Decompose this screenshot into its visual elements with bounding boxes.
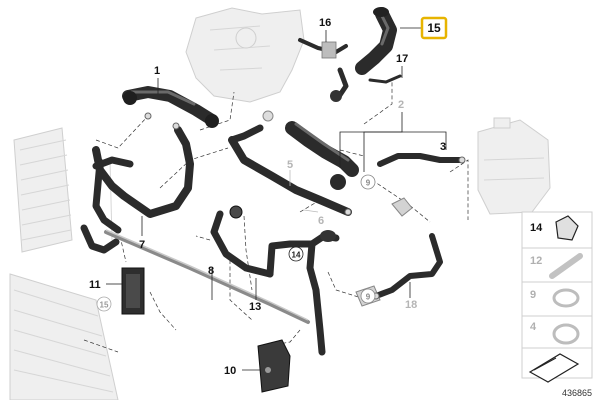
legend-panel: [521, 211, 593, 379]
callout-13[interactable]: 13: [249, 301, 261, 313]
hose-17: [368, 74, 402, 84]
hose-15: [355, 7, 397, 75]
callout-8[interactable]: 8: [208, 265, 214, 277]
callout-6[interactable]: 6: [318, 215, 324, 227]
svg-text:14: 14: [530, 222, 543, 234]
callout-18[interactable]: 18: [405, 299, 417, 311]
svg-text:15: 15: [427, 21, 441, 35]
hose-2-3: [377, 153, 465, 167]
svg-text:4: 4: [530, 321, 537, 333]
pipe-8-rail: [104, 229, 310, 324]
circled-callout-14[interactable]: 14: [288, 246, 304, 262]
callout-3[interactable]: 3: [440, 141, 446, 153]
bracket-10: [257, 339, 291, 393]
svg-text:9: 9: [366, 293, 371, 302]
svg-text:15: 15: [100, 301, 109, 310]
hose-16-assembly: [298, 38, 349, 102]
image-number: 436865: [562, 388, 592, 398]
svg-text:14: 14: [292, 251, 301, 260]
radiator-ghost: [13, 127, 73, 253]
clips: [144, 112, 466, 300]
legend-item-4[interactable]: 4: [530, 321, 580, 345]
hose-18: [373, 233, 443, 299]
hose-7: [92, 126, 194, 234]
callout-2[interactable]: 2: [398, 99, 404, 111]
legend-item-12[interactable]: 12: [530, 253, 583, 279]
callout-16[interactable]: 16: [319, 17, 331, 29]
circled-callout-9-a[interactable]: 9: [360, 174, 376, 190]
hose-13: [210, 210, 340, 356]
legend-item-9[interactable]: 9: [530, 288, 580, 308]
engine-block-ghost: [185, 7, 305, 103]
bracket-11: [121, 267, 145, 315]
svg-text:9: 9: [366, 179, 371, 188]
svg-text:9: 9: [530, 289, 536, 301]
callout-11[interactable]: 11: [89, 279, 101, 291]
callout-1[interactable]: 1: [154, 65, 160, 77]
hose-1: [122, 86, 219, 128]
legend-item-14[interactable]: 14: [530, 215, 579, 241]
hose-5: [228, 124, 352, 216]
hose-main-upper: [285, 121, 359, 190]
callout-5[interactable]: 5: [287, 159, 293, 171]
circled-callout-15-ring[interactable]: 15: [96, 296, 112, 312]
reference-dashed-lines: [83, 78, 469, 353]
callout-17[interactable]: 17: [396, 53, 408, 65]
svg-text:12: 12: [530, 255, 542, 267]
leader-lines: [106, 27, 447, 371]
hose-lower-left: [80, 224, 120, 254]
lower-radiator-ghost: [9, 273, 119, 401]
expansion-tank-ghost: [477, 117, 551, 215]
highlighted-part-label[interactable]: 15: [420, 16, 448, 40]
callout-7[interactable]: 7: [139, 239, 145, 251]
circled-callout-9-b[interactable]: 9: [360, 288, 376, 304]
callout-10[interactable]: 10: [224, 365, 236, 377]
direction-arrow-icon: [528, 353, 580, 383]
